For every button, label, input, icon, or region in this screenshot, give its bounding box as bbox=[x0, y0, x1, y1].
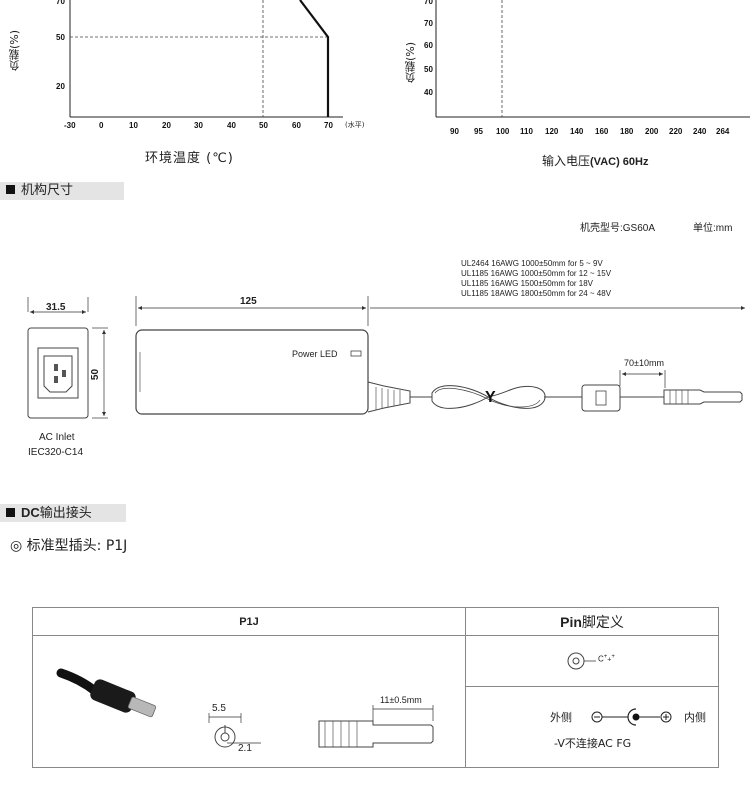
x-tick: 30 bbox=[194, 121, 203, 130]
pin-definition-table: P1J Pin脚定义 bbox=[32, 607, 719, 768]
dim-plug-length: 11±0.5mm bbox=[380, 695, 422, 705]
x-tick: 160 bbox=[595, 127, 609, 136]
x-tick: 100 bbox=[496, 127, 510, 136]
inner-label: 内侧 bbox=[684, 711, 706, 724]
square-bullet-icon bbox=[6, 508, 15, 517]
x-tick: 10 bbox=[129, 121, 138, 130]
x-axis-label: 输入电压(VAC) 60Hz bbox=[542, 152, 649, 169]
x-axis-label-suffix: (VAC) 60Hz bbox=[590, 156, 649, 168]
strain-relief bbox=[367, 381, 411, 413]
power-led-label: Power LED bbox=[292, 349, 338, 359]
col-header-p1j: P1J bbox=[32, 607, 466, 636]
plug-drawing-cell: 5.5 2.1 11±0.5mm bbox=[32, 635, 466, 768]
y-tick: 40 bbox=[424, 88, 433, 97]
ac-inlet-label: AC Inlet bbox=[39, 432, 75, 443]
x-tick: 70 bbox=[324, 121, 333, 130]
y-tick: 50 bbox=[56, 33, 65, 42]
x-tick: 0 bbox=[99, 121, 104, 130]
unit-label: 单位:mm bbox=[693, 223, 733, 234]
plug-standard: ◎ 标准型插头: P1J bbox=[10, 538, 128, 554]
length-dim: 125 bbox=[240, 296, 257, 307]
plug-drawings bbox=[56, 668, 434, 747]
section-title-bold: DC bbox=[21, 505, 40, 520]
section-title: 输出接头 bbox=[39, 506, 92, 521]
derating-curve bbox=[299, 0, 330, 117]
dc-plug-image bbox=[56, 668, 157, 717]
x-tick: 110 bbox=[520, 127, 533, 136]
y-tick: 70 bbox=[424, 19, 433, 28]
case-model: 机壳型号:GS60A bbox=[580, 223, 656, 234]
y-axis-label: 负载(%) bbox=[8, 30, 21, 72]
x-tick: -30 bbox=[64, 121, 76, 130]
cable-note: UL1185 16AWG 1500±50mm for 18V bbox=[461, 279, 594, 288]
x-tick: 95 bbox=[474, 127, 483, 136]
x-tick: 20 bbox=[162, 121, 171, 130]
x-tick: 220 bbox=[669, 127, 683, 136]
x-tick: 50 bbox=[259, 121, 268, 130]
x-tick: 60 bbox=[292, 121, 301, 130]
polarity-c: C bbox=[598, 654, 604, 664]
dim-inner-diameter: 2.1 bbox=[238, 743, 252, 754]
x-tick: 200 bbox=[645, 127, 659, 136]
power-adapter-body bbox=[135, 329, 369, 415]
pin-header-bold: Pin bbox=[560, 613, 582, 630]
ferrite-dim: 70±10mm bbox=[624, 358, 664, 368]
x-axis-label-prefix: 输入电压 bbox=[542, 154, 591, 168]
pin-header-rest: 脚定义 bbox=[581, 614, 624, 631]
x-tick: 240 bbox=[693, 127, 707, 136]
cable-note: UL1185 16AWG 1000±50mm for 12 ~ 15V bbox=[461, 269, 612, 278]
output-cable: Y bbox=[410, 384, 743, 412]
x-tick: 90 bbox=[450, 127, 459, 136]
y-tick: 70 bbox=[56, 0, 65, 6]
width-dim: 31.5 bbox=[46, 302, 66, 313]
x-tick: 120 bbox=[545, 127, 559, 136]
dim-outer-diameter: 5.5 bbox=[212, 703, 226, 714]
cable-note: UL1185 18AWG 1800±50mm for 24 ~ 48V bbox=[461, 289, 612, 298]
y-axis-label: 负载(%) bbox=[404, 42, 417, 84]
col-header-pin: Pin脚定义 bbox=[465, 607, 719, 636]
x-tick: 180 bbox=[620, 127, 634, 136]
polarity-detail-cell: 外侧 内侧 -V不连接AC FG bbox=[465, 686, 719, 768]
x-axis-unit: (水平) bbox=[345, 121, 365, 129]
polarity-symbol-cell: C+++ bbox=[465, 635, 719, 687]
y-tick: 20 bbox=[56, 82, 65, 91]
x-tick: 264 bbox=[716, 127, 730, 136]
y-tick: 50 bbox=[424, 65, 433, 74]
mechanical-drawing: Y bbox=[27, 296, 745, 419]
cable-note: UL2464 16AWG 1000±50mm for 5 ~ 9V bbox=[461, 259, 603, 268]
x-tick: 140 bbox=[570, 127, 584, 136]
y-tick: 60 bbox=[424, 41, 433, 50]
ac-inlet-side-view bbox=[27, 297, 108, 419]
section-header-dc-output: DC输出接头 bbox=[0, 504, 126, 522]
x-tick: 40 bbox=[227, 121, 236, 130]
section-title: 机构尺寸 bbox=[21, 183, 74, 198]
square-bullet-icon bbox=[6, 185, 15, 194]
polarity-diagram bbox=[591, 708, 672, 726]
outer-label: 外侧 bbox=[550, 711, 572, 724]
ac-inlet-type: IEC320-C14 bbox=[28, 447, 84, 458]
polarity-symbol bbox=[567, 652, 596, 670]
fg-note: -V不连接AC FG bbox=[554, 737, 632, 750]
x-axis-label: 环境温度 (℃) bbox=[145, 151, 234, 166]
polarity-label: C+++ bbox=[598, 654, 615, 664]
y-tick: 70 bbox=[424, 0, 433, 6]
cable-notes: UL2464 16AWG 1000±50mm for 5 ~ 9V UL1185… bbox=[461, 259, 611, 299]
plug-side-view bbox=[318, 704, 434, 747]
temperature-chart-svg bbox=[69, 0, 343, 118]
length-dimension bbox=[135, 296, 745, 326]
height-dim: 50 bbox=[90, 368, 102, 381]
plug-front-view bbox=[208, 712, 261, 747]
svg-text:Y: Y bbox=[485, 389, 496, 406]
voltage-chart-svg bbox=[435, 0, 750, 118]
ferrite-dimension bbox=[619, 370, 666, 388]
section-header-dimensions: 机构尺寸 bbox=[0, 182, 124, 200]
